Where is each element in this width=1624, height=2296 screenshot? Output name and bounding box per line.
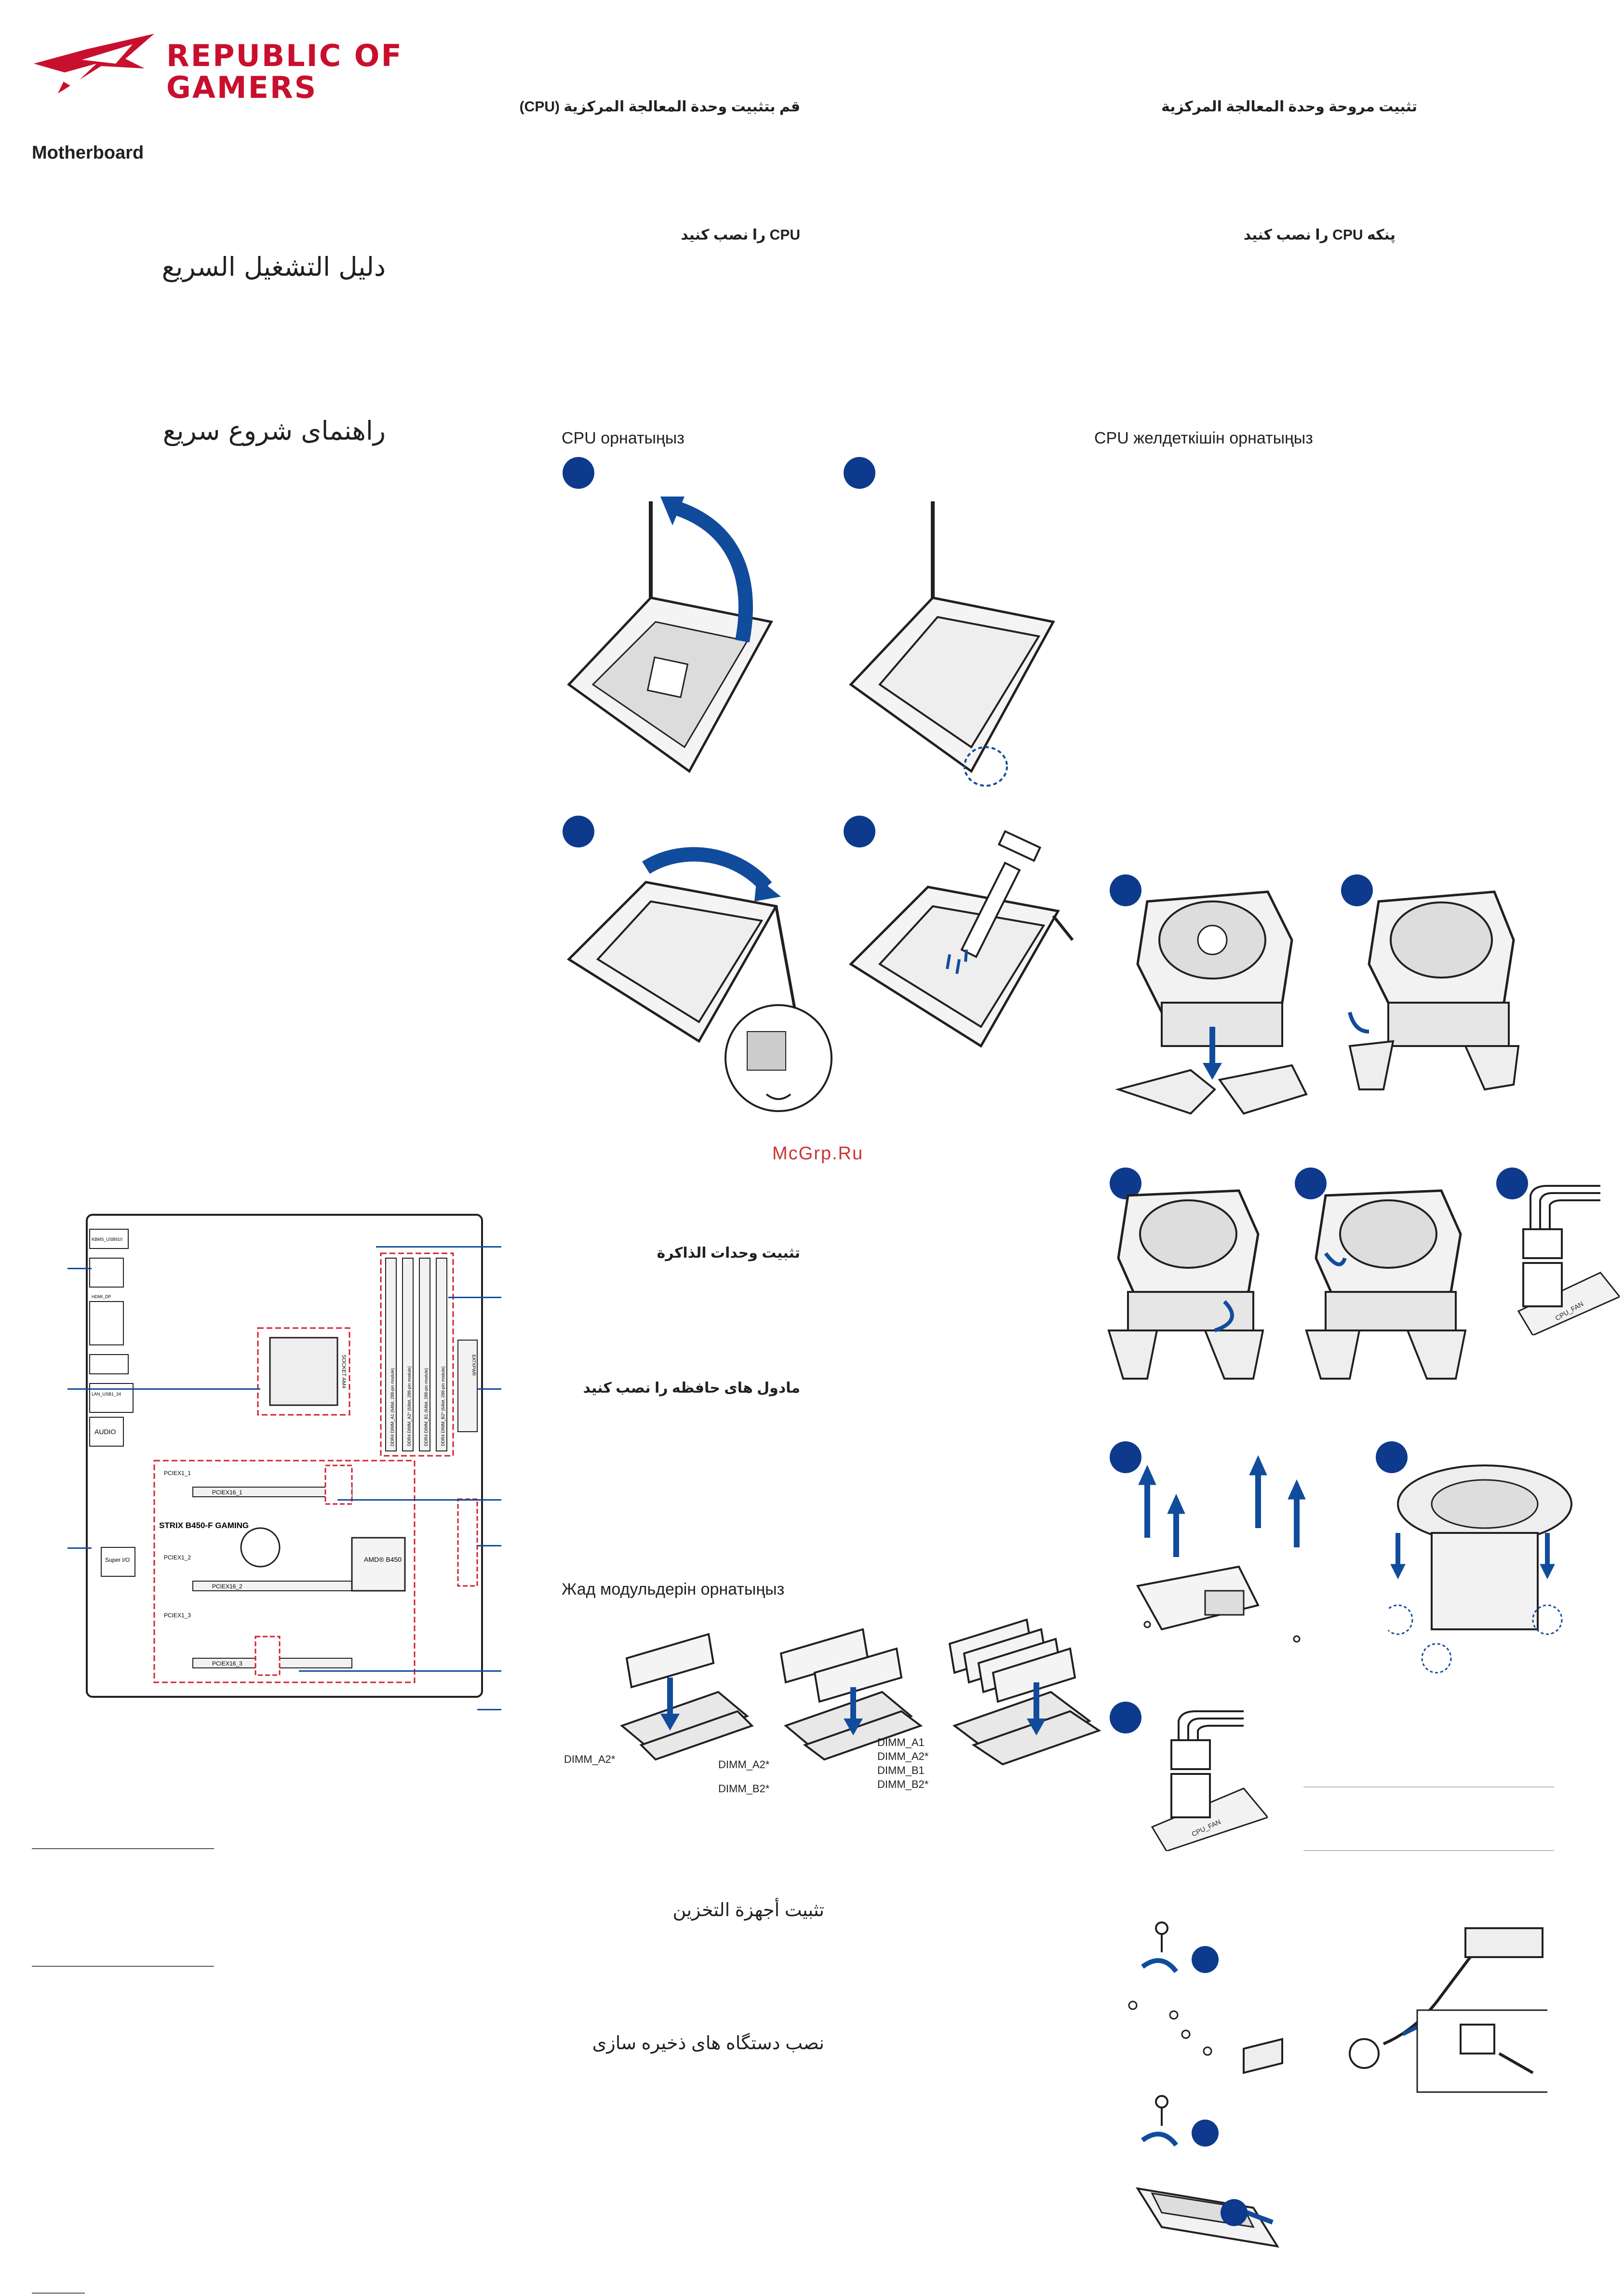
thermal-paste-illustration xyxy=(849,830,1074,1048)
board-label-usb-top: KBMS_USB910 xyxy=(92,1237,122,1242)
cooler-clip-illustration xyxy=(1348,890,1520,1091)
brand-logo xyxy=(29,30,159,97)
dimm-label: DIMM_A2* xyxy=(877,1750,929,1762)
rog-eye-icon xyxy=(34,34,154,94)
dimm-label: DIMM_B1 xyxy=(877,1764,925,1776)
board-label-pcie-x1-2: PCIEX1_2 xyxy=(164,1554,191,1561)
callout-line-7 xyxy=(337,1499,501,1501)
memory-two-dimm-illustration xyxy=(779,1628,923,1761)
board-label-pcie-x1-3: PCIEX1_3 xyxy=(164,1612,191,1619)
cpu-lever-close-illustration xyxy=(567,847,832,1112)
cpu-fan-connector-illustration-2: CPU_FAN xyxy=(1151,1710,1268,1851)
memory-four-dimm-illustration xyxy=(948,1618,1101,1766)
memory-one-dimm-illustration xyxy=(620,1633,754,1761)
storage-title-persian: نصب دستگاه های ذخیره سازی xyxy=(592,2033,824,2054)
board-label-dimm-a2: DDR4 DIMM_A2* (64bit, 288-pin module) xyxy=(407,1366,412,1446)
callout-line-3 xyxy=(67,1547,92,1549)
cooler-place-illustration xyxy=(1115,890,1308,1115)
cpu-step-4-badge xyxy=(844,816,875,847)
board-label-lan: LAN_USB1_34 xyxy=(92,1392,121,1396)
cpu-socket-open-illustration xyxy=(567,497,773,773)
quick-start-arabic: دليل التشغيل السريع xyxy=(161,252,386,282)
fan-divider-1 xyxy=(1303,1786,1554,1787)
watermark: McGrp.Ru xyxy=(772,1143,864,1164)
board-label-chipset: AMD® B450 xyxy=(364,1556,402,1563)
board-label-pcie-x16-1: PCIEX16_1 xyxy=(212,1489,242,1496)
memory-title-arabic: تثبيت وحدات الذاكرة xyxy=(657,1245,800,1261)
cpu-insert-illustration xyxy=(849,501,1055,787)
fan-b-step-3-badge xyxy=(1110,1702,1141,1733)
board-label-super-io: Super I/O xyxy=(105,1557,130,1563)
callout-line-10 xyxy=(477,1709,501,1710)
left-divider-1 xyxy=(32,1848,214,1849)
quick-start-persian: راهنمای شروع سریع xyxy=(162,416,386,446)
dimm-label: DIMM_B2* xyxy=(877,1778,929,1790)
fan-b-step-2-badge xyxy=(1376,1441,1408,1473)
board-label-atx: EATXPWR xyxy=(471,1355,476,1376)
board-label-dimm-b2: DDR4 DIMM_B2* (64bit, 288-pin module) xyxy=(441,1366,445,1446)
memory-title-kazakh: Жад модульдерін орнатыңыз xyxy=(562,1580,785,1598)
board-label-dimm-b1: DDR4 DIMM_B1 (64bit, 288-pin module) xyxy=(424,1368,429,1446)
product-type: Motherboard xyxy=(32,143,144,163)
board-label-socket: SOCKET AM4 xyxy=(341,1355,347,1388)
board-label-dimm-a1: DDR4 DIMM_A1 (64bit, 288-pin module) xyxy=(390,1368,395,1446)
motherboard-layout-diagram: KBMS_USB910 HDMI_DP LAN_USB1_34 AUDIO SO… xyxy=(86,1214,483,1698)
fan-title-arabic: تثبيت مروحة وحدة المعالجة المركزية xyxy=(1161,99,1417,115)
cpu-step-1-badge xyxy=(563,457,594,489)
brand-line2: GAMERS xyxy=(166,70,318,105)
dimm-label: DIMM_A2* xyxy=(564,1753,616,1765)
dimm-config-four: DIMM_A1 DIMM_A2* DIMM_B1 DIMM_B2* xyxy=(877,1735,928,1791)
board-model: STRIX B450-F GAMING xyxy=(159,1521,249,1530)
cooler-screw-illustration xyxy=(1136,1455,1306,1643)
callout-line-9 xyxy=(299,1670,501,1672)
callout-line-8 xyxy=(477,1545,501,1546)
callout-line-1 xyxy=(67,1268,92,1269)
dimm-label: DIMM_A1 xyxy=(877,1736,925,1748)
fan-a-step-2-badge xyxy=(1341,874,1373,906)
cpu-fan-connector-illustration-1: CPU_FAN xyxy=(1517,1185,1620,1335)
cpu-step-3-badge xyxy=(563,816,594,847)
cooler-lever-illustration-2 xyxy=(1305,1189,1467,1380)
storage-title-arabic: تثبيت أجهزة التخزين xyxy=(672,1900,824,1920)
fan-title-kazakh: CPU желдеткішін орнатыңыз xyxy=(1094,429,1313,447)
fan-a-step-1-badge xyxy=(1110,874,1141,906)
board-label-pcie-x16-2: PCIEX16_2 xyxy=(212,1583,242,1590)
callout-line-2 xyxy=(67,1388,260,1390)
board-label-pcie-x16-3: PCIEX16_3 xyxy=(212,1660,242,1667)
cpu-step-2-badge xyxy=(844,457,875,489)
brand-line1: REPUBLIC OF xyxy=(166,38,403,73)
fan-divider-2 xyxy=(1303,1850,1554,1851)
fan-a-step-4-badge xyxy=(1295,1168,1327,1199)
fan-a-step-5-badge xyxy=(1496,1168,1528,1199)
cpu-title-kazakh: CPU орнатыңыз xyxy=(562,429,684,447)
cpu-title-persian: CPU را نصب کنید xyxy=(681,227,800,243)
callout-line-4 xyxy=(376,1246,501,1248)
board-label-pcie-x1-1: PCIEX1_1 xyxy=(164,1470,191,1477)
fan-b-step-1-badge xyxy=(1110,1441,1141,1473)
cooler-lever-illustration-1 xyxy=(1107,1189,1264,1380)
dimm-config-one: DIMM_A2* xyxy=(564,1753,615,1766)
dimm-label: DIMM_A2* xyxy=(718,1759,770,1771)
fan-title-persian: پنکه CPU را نصب کنید xyxy=(1243,227,1396,243)
memory-title-persian: مادول های حافظه را نصب کنید xyxy=(583,1380,801,1396)
board-label-audio: AUDIO xyxy=(94,1428,116,1436)
m2-ssd-install-illustration xyxy=(1128,1921,1283,2248)
callout-line-5 xyxy=(448,1297,501,1298)
left-divider-3 xyxy=(32,2293,85,2294)
callout-line-6 xyxy=(477,1388,501,1390)
sata-cable-illustration xyxy=(1349,1927,1547,2093)
cpu-title-arabic: قم بتثبيت وحدة المعالجة المركزية (CPU) xyxy=(519,99,800,115)
dimm-config-two: DIMM_A2* DIMM_B2* xyxy=(718,1753,769,1801)
cooler-install-illustration xyxy=(1388,1464,1572,1674)
dimm-label: DIMM_B2* xyxy=(718,1783,770,1795)
left-divider-2 xyxy=(32,1966,214,1967)
board-label-hdmi: HDMI_DP xyxy=(92,1294,111,1299)
